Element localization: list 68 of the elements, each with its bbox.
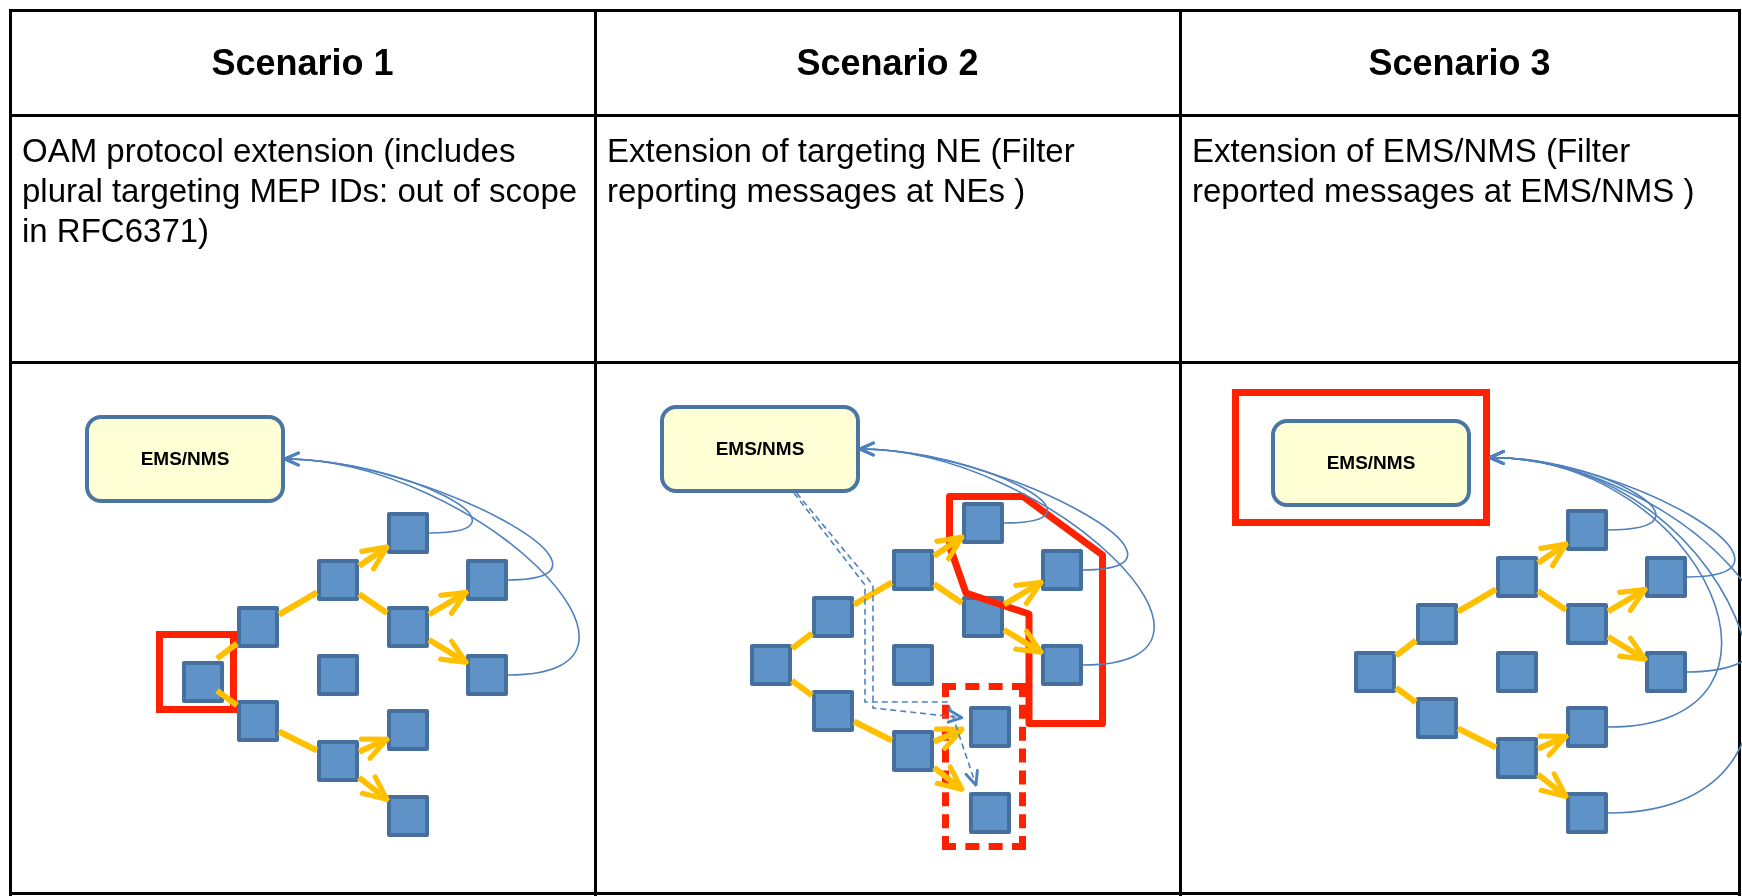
- network-element-square: [387, 512, 429, 554]
- network-element-square: [1566, 792, 1608, 834]
- network-element-square: [1645, 651, 1687, 693]
- arrow: [357, 544, 390, 572]
- network-element-square: [466, 559, 508, 601]
- network-element-square: [387, 606, 429, 648]
- arrow: [1002, 579, 1044, 608]
- arrow: [427, 589, 469, 618]
- curved-arrow: [283, 452, 580, 676]
- dashed-arrow: [793, 492, 979, 787]
- network-element-square: [1566, 509, 1608, 551]
- network-element-square: [237, 606, 279, 648]
- network-element-square: [1496, 556, 1538, 598]
- arrow: [1536, 771, 1569, 800]
- arrow: [932, 726, 965, 751]
- network-element-square: [1041, 644, 1083, 686]
- network-element-square: [387, 709, 429, 751]
- network-element-square: [317, 559, 359, 601]
- network-element-square: [1354, 651, 1396, 693]
- network-element-square: [237, 700, 279, 742]
- highlight-frame: [156, 631, 237, 713]
- network-element-square: [1416, 603, 1458, 645]
- network-element-square: [812, 596, 854, 638]
- network-element-square: [892, 730, 934, 772]
- network-element-square: [317, 654, 359, 696]
- arrow: [427, 637, 469, 665]
- curved-arrow: [858, 442, 1155, 666]
- arrow: [1606, 634, 1648, 662]
- network-element-square: [1496, 651, 1538, 693]
- description-text: OAM protocol extension (includes plural targeting MEP IDs: out of scope in RFC6371): [22, 131, 579, 251]
- network-element-square: [182, 661, 224, 703]
- highlight-outline: [946, 493, 1106, 727]
- network-element-square: [750, 644, 792, 686]
- network-element-square: [962, 502, 1004, 544]
- system-box: EMS/NMS: [85, 415, 285, 503]
- network-element-square: [1496, 737, 1538, 779]
- network-element-square: [466, 654, 508, 696]
- dashed-highlight-frame: [942, 683, 1026, 850]
- dashed-arrow: [795, 492, 964, 724]
- network-element-square: [1416, 697, 1458, 739]
- curved-arrow: [1488, 451, 1742, 814]
- arrow: [932, 534, 965, 562]
- arrow: [1536, 541, 1569, 569]
- arrow: [1536, 733, 1569, 758]
- column-header: Scenario 3: [1367, 40, 1552, 85]
- network-element-square: [387, 795, 429, 837]
- network-element-square: [1566, 603, 1608, 645]
- network-element-square: [1041, 549, 1083, 591]
- network-element-square: [892, 644, 934, 686]
- arrow: [932, 764, 965, 793]
- highlight-frame: [1232, 389, 1490, 526]
- arrow: [357, 774, 390, 803]
- system-box: EMS/NMS: [660, 405, 860, 493]
- network-element-square: [317, 740, 359, 782]
- network-element-square: [1566, 706, 1608, 748]
- column-header: Scenario 1: [210, 40, 395, 85]
- description-text: Extension of targeting NE (Filter reporting messages at NEs ): [607, 131, 1076, 211]
- system-box: EMS/NMS: [1271, 419, 1471, 507]
- network-element-square: [812, 690, 854, 732]
- arrow: [1606, 586, 1648, 615]
- network-element-square: [892, 549, 934, 591]
- network-element-square: [969, 792, 1011, 834]
- network-element-square: [969, 706, 1011, 748]
- description-text: Extension of EMS/NMS (Filter reported messages at EMS/NMS ): [1192, 131, 1696, 211]
- arrow: [357, 736, 390, 761]
- arrow: [1002, 627, 1044, 655]
- network-element-square: [1645, 556, 1687, 598]
- column-header: Scenario 2: [795, 40, 980, 85]
